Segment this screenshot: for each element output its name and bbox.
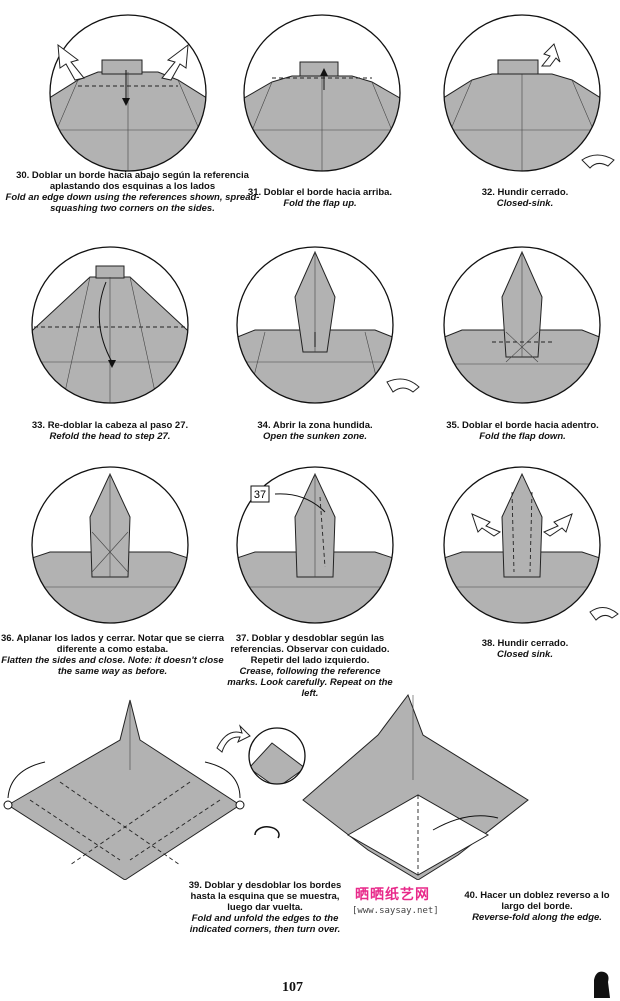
sink-arrow-right-icon	[542, 513, 573, 537]
caption-spanish: 34. Abrir la zona hundida.	[257, 420, 373, 431]
caption-spanish: 39. Doblar y desdoblar los bordes hasta …	[188, 880, 342, 913]
turn-arrow-icon	[581, 154, 615, 169]
step-32-caption: 32. Hundir cerrado. Closed-sink.	[430, 187, 620, 209]
caption-english: Reverse-fold along the edge.	[472, 912, 602, 923]
caption-english: Flatten the sides and close. Note: it do…	[1, 655, 224, 677]
sink-arrow-left-icon	[471, 513, 502, 537]
caption-english: Closed-sink.	[496, 198, 554, 209]
caption-spanish: 36. Aplanar los lados y cerrar. Notar qu…	[0, 633, 224, 655]
caption-english: Closed sink.	[497, 649, 553, 660]
step-34-caption: 34. Abrir la zona hundida. Open the sunk…	[215, 420, 415, 442]
reference-box	[250, 485, 270, 503]
caption-spanish: 35. Doblar el borde hacia adentro.	[446, 420, 599, 431]
caption-spanish: 38. Hundir cerrado.	[481, 638, 569, 649]
step-38-caption: 38. Hundir cerrado. Closed sink.	[430, 638, 620, 660]
step-31-caption: 31. Doblar el borde hacia arriba. Fold t…	[225, 187, 415, 209]
step-32-diagram	[443, 14, 615, 172]
step-35-diagram	[443, 246, 601, 404]
squash-arrow-right-icon	[161, 43, 189, 81]
step-39-caption: 39. Doblar y desdoblar los bordes hasta …	[180, 880, 350, 935]
caption-spanish: 33. Re-doblar la cabeza al paso 27.	[31, 420, 189, 431]
step-33-caption: 33. Re-doblar la cabeza al paso 27. Refo…	[0, 420, 220, 442]
step-35-caption: 35. Doblar el borde hacia adentro. Fold …	[425, 420, 620, 442]
refold-arrow-icon	[98, 281, 113, 363]
turn-over-icon	[254, 826, 280, 839]
caption-english: Fold the flap down.	[479, 431, 566, 442]
turn-arrow-icon	[589, 607, 619, 621]
caption-spanish: 30. Doblar un borde hacia abajo según la…	[16, 170, 249, 192]
caption-spanish: 40. Hacer un doblez reverso a lo largo d…	[464, 890, 610, 912]
step-37-diagram: 37	[236, 466, 394, 624]
step-39-diagram	[3, 699, 280, 880]
reverse-fold-arrow-icon	[432, 815, 499, 831]
reference-label: 37	[254, 489, 266, 501]
caption-english: Open the sunken zone.	[263, 431, 367, 442]
squash-arrow-left-icon	[57, 43, 85, 81]
caption-english: Crease, following the reference marks. L…	[227, 666, 393, 699]
caption-english: Fold the flap up.	[283, 198, 357, 209]
caption-spanish: 37. Doblar y desdoblar según las referen…	[230, 633, 390, 666]
caption-spanish: 32. Hundir cerrado.	[481, 187, 569, 198]
caption-english: Refold the head to step 27.	[49, 431, 171, 442]
sink-arrow-icon	[540, 43, 561, 67]
fold-arrow-left-icon	[7, 761, 46, 799]
step-37-caption: 37. Doblar y desdoblar según las referen…	[225, 633, 395, 699]
turn-arrow-icon	[386, 378, 420, 393]
step-36-caption: 36. Aplanar los lados y cerrar. Notar qu…	[0, 633, 225, 677]
inset-arrow-icon	[216, 724, 251, 753]
step-39-inset-diagram	[216, 724, 306, 785]
caption-english: Fold an edge down using the references s…	[5, 192, 260, 214]
step-40-caption: 40. Hacer un doblez reverso a lo largo d…	[462, 890, 612, 923]
step-36-diagram	[31, 466, 189, 624]
step-34-diagram	[236, 246, 420, 404]
watermark-text: 晒晒纸艺网	[355, 887, 430, 903]
watermark-url: [www.saysay.net]	[352, 906, 439, 916]
fold-arrow-right-icon	[204, 761, 241, 799]
page-number: 107	[282, 980, 303, 995]
step-40-diagram	[302, 693, 529, 880]
step-30-diagram	[49, 14, 207, 172]
corner-silhouette-icon	[594, 971, 610, 998]
step-31-diagram	[243, 14, 401, 172]
step-38-diagram	[443, 466, 619, 624]
crease-arrow-icon	[274, 493, 326, 513]
step-30-caption: 30. Doblar un borde hacia abajo según la…	[0, 170, 265, 214]
step-33-diagram	[31, 246, 189, 404]
caption-english: Fold and unfold the edges to the indicat…	[189, 913, 341, 935]
caption-spanish: 31. Doblar el borde hacia arriba.	[247, 187, 393, 198]
